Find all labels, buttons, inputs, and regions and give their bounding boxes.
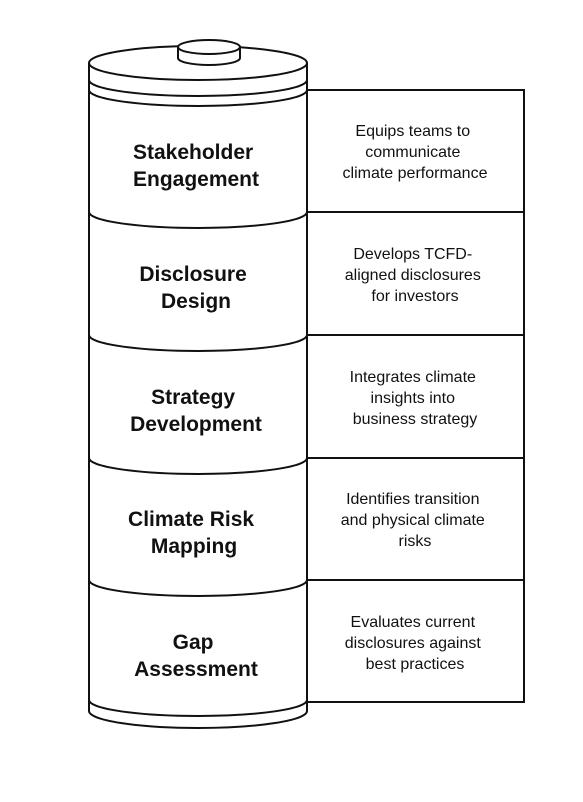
- layer-title-line: Design: [161, 290, 231, 313]
- layer-title-line: Gap: [173, 631, 214, 654]
- description-box: [306, 579, 525, 703]
- layer-description: Develops TCFD- aligned disclosures for i…: [345, 246, 486, 305]
- separator-arc: [88, 457, 308, 475]
- description-line: for investors: [371, 288, 458, 305]
- layer-title: Gap Assessment: [134, 631, 258, 681]
- layer-title-line: Development: [130, 413, 262, 436]
- separator-arc: [88, 334, 308, 352]
- layer-title-line: Disclosure: [139, 263, 246, 286]
- layer-title: Stakeholder Engagement: [133, 141, 259, 191]
- description-line: climate performance: [343, 165, 488, 182]
- description-line: disclosures against: [345, 635, 482, 652]
- layer-title-line: Assessment: [134, 658, 258, 681]
- layer-title-line: Strategy: [151, 386, 235, 409]
- layer-title: Climate Risk Mapping: [128, 508, 260, 558]
- description-line: and physical climate: [341, 512, 485, 529]
- description-box: [306, 211, 525, 336]
- layer-description: Identifies transition and physical clima…: [341, 491, 490, 550]
- separator-arc: [88, 89, 308, 107]
- description-line: Integrates climate: [350, 369, 476, 386]
- description-line: Evaluates current: [351, 614, 476, 631]
- layer-title-line: Stakeholder: [133, 141, 253, 164]
- separator-arc: [88, 211, 308, 229]
- layer-description: Integrates climate insights into busines…: [350, 369, 481, 428]
- description-box: [306, 89, 525, 213]
- description-line: aligned disclosures: [345, 267, 481, 284]
- description-line: best practices: [366, 656, 465, 673]
- layer-description: Equips teams to communicate climate perf…: [343, 123, 488, 182]
- layer-title: Disclosure Design: [139, 263, 252, 313]
- cap-bottom: [177, 57, 241, 66]
- description-line: insights into: [371, 390, 456, 407]
- cylinder-top-rim: [88, 79, 308, 97]
- layer-title: Strategy Development: [130, 386, 262, 436]
- separator-arc: [88, 699, 308, 717]
- layer-description: Evaluates current disclosures against be…: [345, 614, 486, 673]
- description-line: Equips teams to: [355, 123, 470, 140]
- layer-title-line: Climate Risk: [128, 508, 254, 531]
- description-line: Identifies transition: [346, 491, 479, 508]
- layer-title-line: Engagement: [133, 168, 259, 191]
- cylinder-body: [89, 63, 307, 733]
- description-line: Develops TCFD-: [353, 246, 472, 263]
- description-line: risks: [399, 533, 432, 550]
- separator-arc: [88, 579, 308, 597]
- description-line: business strategy: [353, 411, 478, 428]
- cap-top: [177, 39, 241, 55]
- description-line: communicate: [365, 144, 460, 161]
- layer-title-line: Mapping: [151, 535, 237, 558]
- cylinder-bottom: [88, 710, 308, 729]
